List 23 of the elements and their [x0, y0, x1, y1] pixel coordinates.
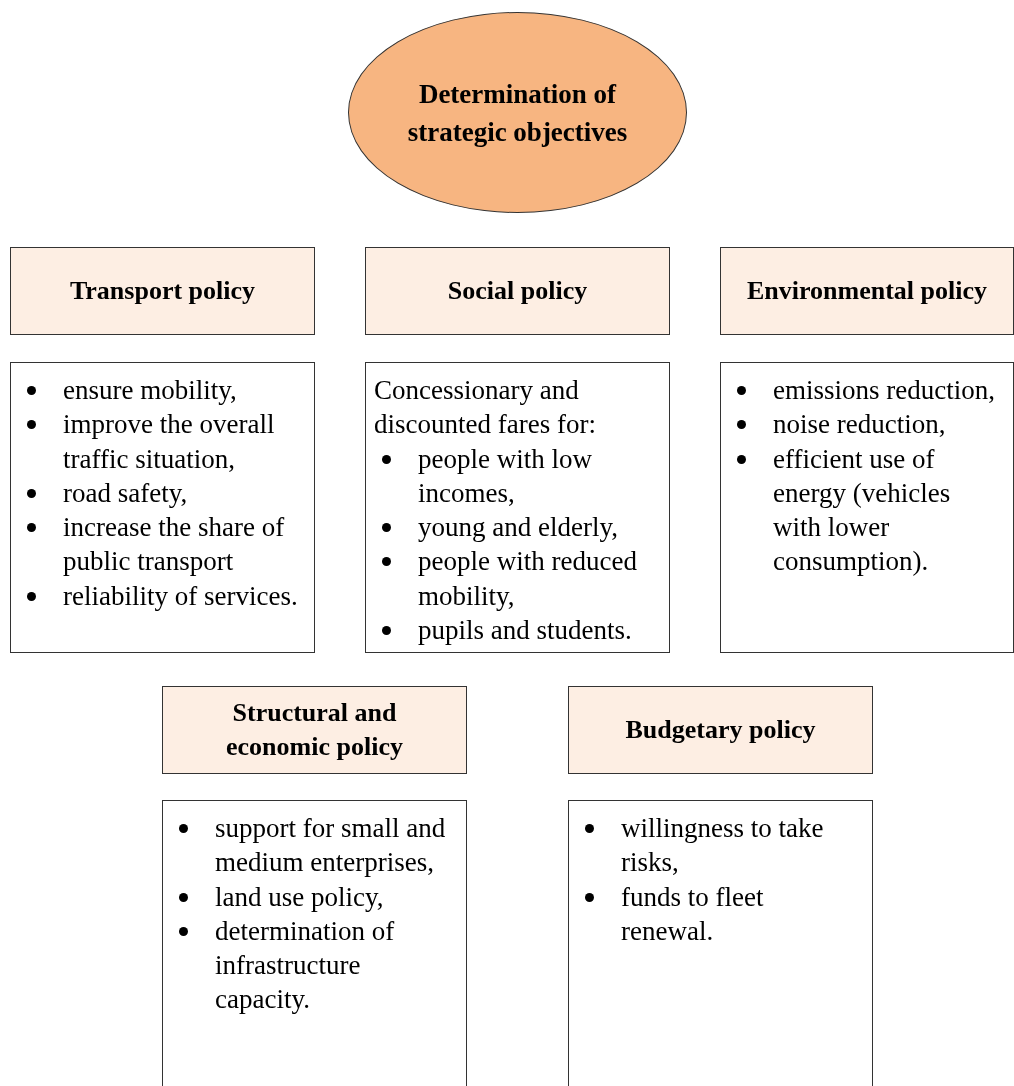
list-item: reliability of services.	[19, 578, 300, 614]
list-intro: Concessionary and discounted fares for:	[374, 374, 597, 442]
list-item: noise reduction,	[729, 407, 999, 442]
list-item: young and elderly,	[374, 510, 655, 545]
policy-list-box	[720, 362, 1014, 653]
policy-heading: Budgetary policy	[568, 686, 873, 774]
list-item: funds to fleet renewal.	[577, 879, 858, 949]
policy-list-box	[365, 362, 670, 653]
list-item: road safety,	[19, 475, 300, 511]
policy-list-box	[568, 800, 873, 1086]
policy-list-box	[10, 362, 315, 653]
objective-ellipse: Determination of strategic objectives	[348, 12, 687, 213]
list-item: determination of infrastructure capacity.	[171, 913, 452, 1017]
policy-heading: Environmental policy	[720, 247, 1014, 335]
list-item: efficient use of energy (vehicles with lower consumption).	[729, 441, 999, 579]
policy-list-box	[162, 800, 467, 1086]
list-item: emissions reduction,	[729, 373, 999, 408]
policy-heading: Transport policy	[10, 247, 315, 335]
list-item: pupils and students.	[374, 613, 655, 648]
list-item: land use policy,	[171, 879, 452, 914]
list-item: ensure mobility,	[19, 373, 300, 408]
policy-heading: Structural and economic policy	[162, 686, 467, 774]
policy-heading: Social policy	[365, 247, 670, 335]
